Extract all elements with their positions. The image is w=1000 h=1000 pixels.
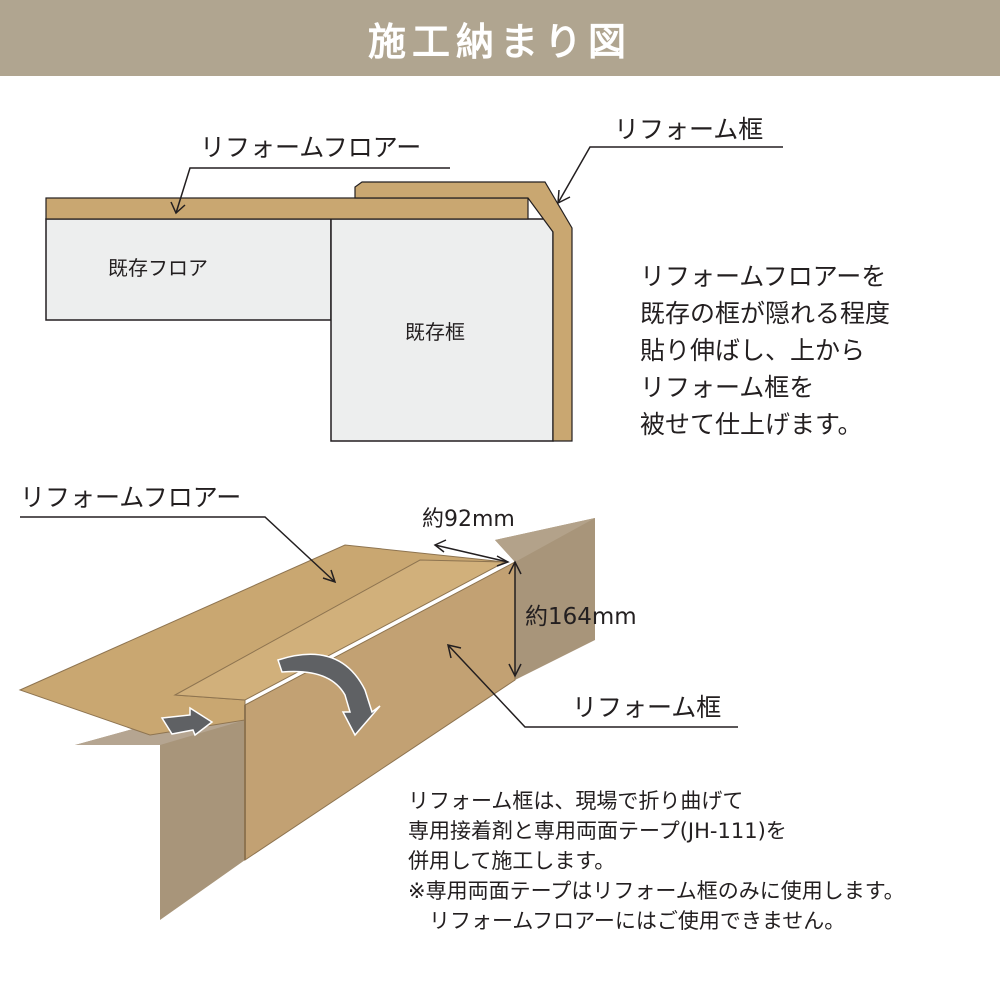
label-existing-frame: 既存框 [405, 320, 465, 344]
description-text: リフォームフロアーを 既存の框が隠れる程度 貼り伸ばし、上から リフォーム框を … [640, 262, 891, 439]
label-existing-floor: 既存フロア [108, 256, 208, 280]
header-bar: 施工納まり図 [0, 0, 1000, 76]
existing-floor-block [45, 218, 332, 321]
label-reform-floor-top: リフォームフロアー [200, 133, 422, 162]
label-width-dimension: 約92mm [422, 507, 515, 532]
fold-arrow-icon [277, 653, 381, 737]
reform-floor-strip [45, 197, 529, 220]
label-reform-frame-bottom: リフォーム框 [572, 693, 722, 722]
reform-frame-cap [354, 181, 573, 442]
push-arrow-icon [160, 706, 214, 737]
installation-notes: リフォーム框は、現場で折り曲げて 専用接着剤と専用両面テープ(JH-111)を … [408, 789, 905, 933]
label-height-dimension: 約164mm [525, 604, 637, 630]
page-title: 施工納まり図 [367, 19, 632, 64]
label-reform-frame-top: リフォーム框 [614, 115, 764, 144]
label-reform-floor-bottom: リフォームフロアー [20, 483, 242, 512]
